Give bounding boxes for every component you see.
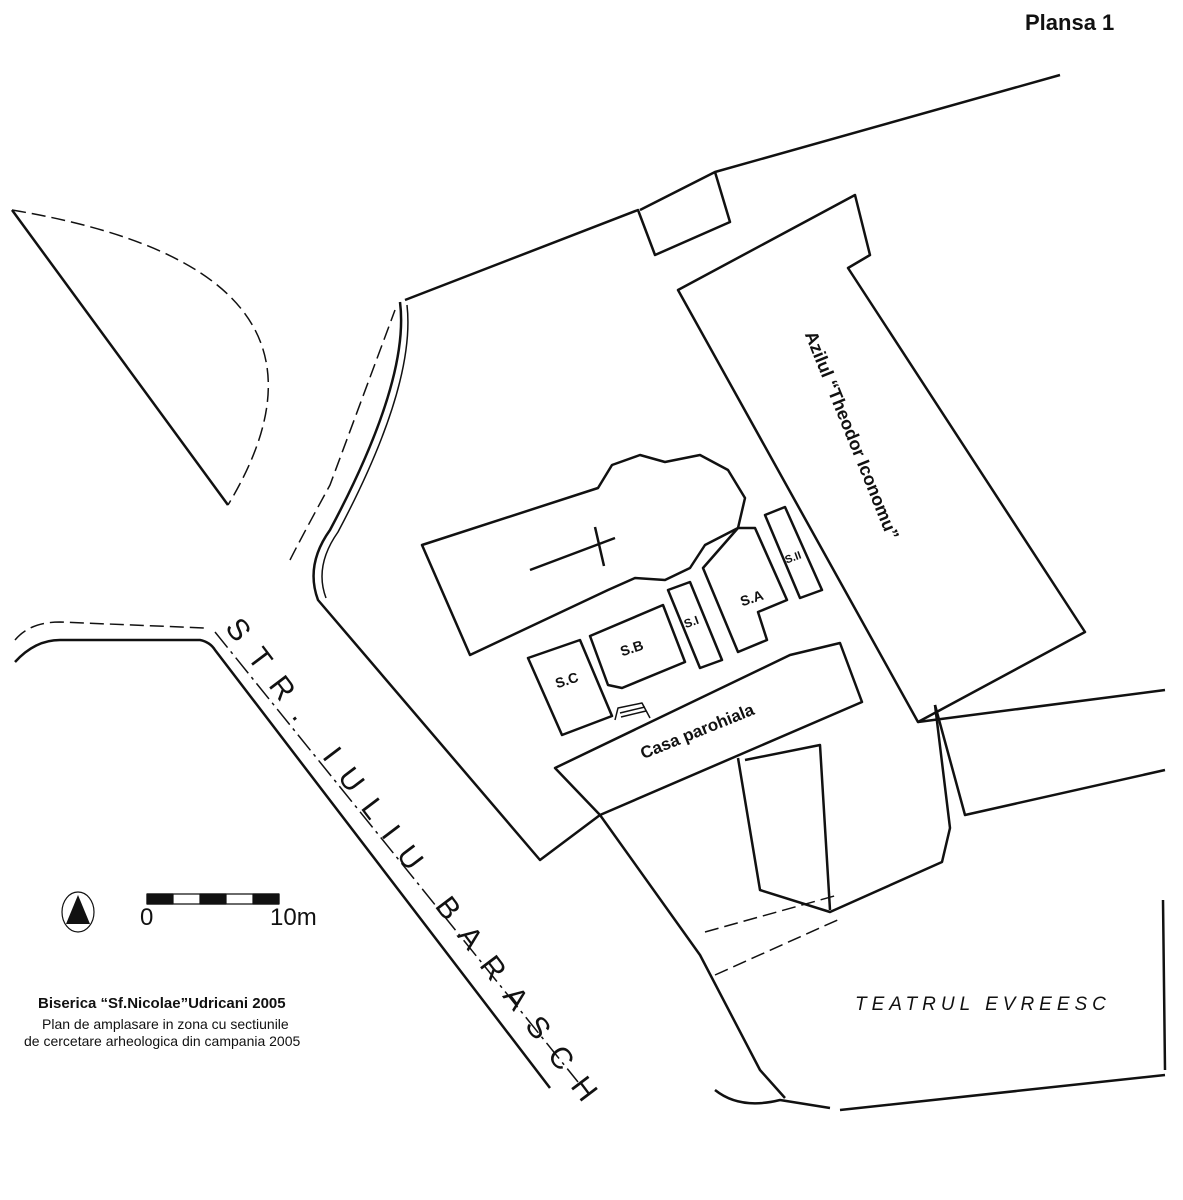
north-arrow-icon [61, 891, 95, 933]
east-boundary [917, 688, 1166, 817]
scale-end: 10m [270, 904, 317, 931]
section-si [666, 580, 724, 670]
caption-line-1: Plan de amplasare in zona cu sectiunile [42, 1016, 289, 1032]
scale-start: 0 [140, 904, 154, 931]
cross-icon [529, 526, 616, 572]
south-boundary [714, 899, 1167, 1112]
caption-line-2: de cercetare arheologica din campania 20… [24, 1033, 301, 1049]
curb-inner [321, 304, 409, 599]
north-boundary [404, 73, 1061, 302]
sheet-label: Plansa 1 [1025, 10, 1115, 35]
section-sa [701, 526, 789, 654]
street-edge-right-dashed [289, 309, 396, 561]
scale-bar [146, 893, 280, 905]
semicircle-plot [10, 209, 230, 506]
church [420, 453, 747, 657]
dashed-boundary [704, 894, 843, 976]
stairs [614, 702, 651, 721]
parish-house [553, 641, 864, 817]
asylum-building [676, 193, 1087, 724]
caption-title: Biserica “Sf.Nicolae”Udricani 2005 [38, 995, 286, 1012]
theatre-label: TEATRUL EVREESC [855, 994, 1111, 1015]
section-sc [526, 638, 614, 737]
section-sb [588, 603, 687, 690]
semicircle-arc [11, 209, 270, 506]
section-sii [763, 505, 824, 600]
curb [312, 301, 601, 862]
street-edge-dashed [14, 621, 206, 641]
south-buildings [598, 704, 952, 1099]
street-axis [214, 631, 579, 1083]
street-edge-left [14, 638, 551, 1089]
